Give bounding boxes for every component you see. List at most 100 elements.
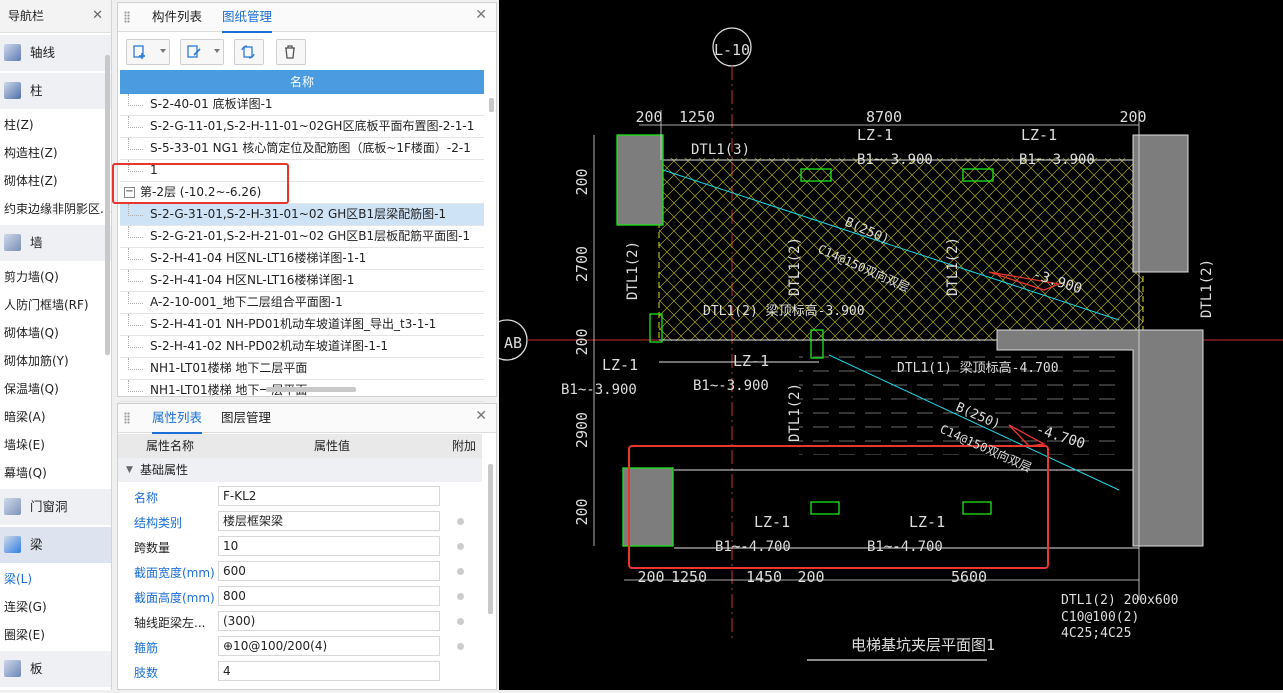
drawing-row-label: S-2-G-31-01,S-2-H-31-01~02 GH区B1层梁配筋图-1 xyxy=(150,207,447,221)
label-b1-f: B1~-4.700 xyxy=(867,539,943,555)
tree-group-row[interactable]: −第-2层 (-10.2~-6.26) xyxy=(120,182,484,204)
nav-item-7[interactable]: 剪力墙(Q) xyxy=(4,270,59,284)
list-vertical-scrollbar[interactable] xyxy=(489,98,494,112)
drawing-row[interactable]: S-2-H-41-01 NH-PD01机动车坡道详图_导出_t3-1-1 xyxy=(120,314,484,336)
lz-column-2 xyxy=(962,168,994,182)
nav-group-15[interactable]: 门窗洞 xyxy=(0,489,111,525)
nav-item-17[interactable]: 梁(L) xyxy=(4,572,33,586)
list-horizontal-scrollbar[interactable] xyxy=(266,387,356,392)
nav-group-label: 墙 xyxy=(30,235,43,250)
property-scrollbar[interactable] xyxy=(488,464,493,614)
nav-group-label: 轴线 xyxy=(30,45,56,60)
property-value-input[interactable]: (300) xyxy=(218,611,440,631)
drawing-row[interactable]: S-2-G-31-01,S-2-H-31-01~02 GH区B1层梁配筋图-1 xyxy=(120,204,484,226)
drawing-row[interactable]: S-5-33-01 NG1 核心筒定位及配筋图（底板~1F楼面）-2-1 xyxy=(120,138,484,160)
close-icon[interactable]: ✕ xyxy=(475,408,487,424)
property-value-input[interactable]: 10 xyxy=(218,536,440,556)
label-dtl1-2-e: DTL1(2) xyxy=(1199,259,1215,318)
tree-line xyxy=(128,160,143,172)
column-header-name[interactable]: 名称 xyxy=(120,70,484,94)
nav-item-18[interactable]: 连梁(G) xyxy=(4,600,47,614)
lz-column-4 xyxy=(810,329,824,359)
property-tabs: 属性列表 图层管理 ✕ xyxy=(118,404,496,434)
drawing-row[interactable]: S-2-H-41-04 H区NL-LT16楼梯详图-1 xyxy=(120,270,484,292)
nav-item-12[interactable]: 暗梁(A) xyxy=(4,410,46,424)
section-basic-properties[interactable]: ▼ 基础属性 xyxy=(118,458,482,482)
nav-item-5[interactable]: 约束边缘非阴影区... xyxy=(4,202,111,216)
tree-line xyxy=(128,94,143,106)
property-row: 箍筋⊕10@100/200(4) xyxy=(118,634,482,659)
nav-item-3[interactable]: 构造柱(Z) xyxy=(4,146,58,160)
drawing-row-label: NH1-LT01楼梯 地下一层平面 xyxy=(150,383,308,397)
extra-checkbox[interactable] xyxy=(457,593,464,600)
nav-item-4[interactable]: 砌体柱(Z) xyxy=(4,174,58,188)
drawing-row[interactable]: NH1-LT01楼梯 地下二层平面 xyxy=(120,358,484,380)
nav-group-label: 板 xyxy=(30,661,43,676)
property-table-header: 属性名称 属性值 附加 xyxy=(118,434,482,458)
refresh-drawing-button[interactable] xyxy=(234,39,264,65)
nav-item-11[interactable]: 保温墙(Q) xyxy=(4,382,59,396)
tab-property-list[interactable]: 属性列表 xyxy=(152,404,203,434)
extra-checkbox[interactable] xyxy=(457,518,464,525)
drawing-row[interactable]: S-2-G-21-01,S-2-H-21-01~02 GH区B1层板配筋平面图-… xyxy=(120,226,484,248)
cad-drawing: L-10 AB xyxy=(486,27,1283,661)
column-top-left xyxy=(616,134,664,226)
close-icon[interactable]: ✕ xyxy=(475,7,487,23)
navigator-scrollbar[interactable] xyxy=(105,55,110,355)
property-value-input[interactable]: 600 xyxy=(218,561,440,581)
drawing-row-label: S-2-G-21-01,S-2-H-21-01~02 GH区B1层板配筋平面图-… xyxy=(150,229,471,243)
nav-group-1[interactable]: 柱 xyxy=(0,73,111,109)
dim-left-2: 2700 xyxy=(573,246,591,282)
property-value-input[interactable]: ⊕10@100/200(4) xyxy=(218,636,440,656)
nav-item-8[interactable]: 人防门框墙(RF) xyxy=(4,298,89,312)
chevron-down-icon xyxy=(214,49,220,53)
extra-checkbox[interactable] xyxy=(457,568,464,575)
tab-layer-management[interactable]: 图层管理 xyxy=(221,410,272,425)
property-value-input[interactable]: 4 xyxy=(218,661,440,681)
component-type-icon xyxy=(4,536,21,553)
header-property-name: 属性名称 xyxy=(146,439,195,453)
drawing-row[interactable]: S-2-G-11-01,S-2-H-11-01~02GH区底板平面布置图-2-1… xyxy=(120,116,484,138)
wall-top-right xyxy=(1132,134,1189,273)
nav-item-19[interactable]: 圈梁(E) xyxy=(4,628,45,642)
property-value-input[interactable]: 楼层框架梁 xyxy=(218,511,440,531)
property-value-input[interactable]: F-KL2 xyxy=(218,486,440,506)
collapse-toggle-icon[interactable]: − xyxy=(124,186,135,198)
drawing-row[interactable]: S-2-H-41-04 H区NL-LT16楼梯详图-1-1 xyxy=(120,248,484,270)
drawing-row[interactable]: A-2-10-001_地下二层组合平面图-1 xyxy=(120,292,484,314)
drawing-row[interactable]: NH1-LT01楼梯 地下一层平面 xyxy=(120,380,484,402)
nav-item-13[interactable]: 墙垛(E) xyxy=(4,438,45,452)
drawing-row[interactable]: S-2-40-01 底板详图-1 xyxy=(120,94,484,116)
add-drawing-button[interactable] xyxy=(126,39,170,65)
nav-group-20[interactable]: 板 xyxy=(0,651,111,687)
nav-item-14[interactable]: 幕墙(Q) xyxy=(4,466,47,480)
nav-item-9[interactable]: 砌体墙(Q) xyxy=(4,326,59,340)
drawing-toolbar xyxy=(118,32,496,70)
property-name: 名称 xyxy=(134,491,159,505)
drawing-row[interactable]: S-2-H-41-02 NH-PD02机动车坡道详图-1-1 xyxy=(120,336,484,358)
nav-group-16[interactable]: 梁 xyxy=(0,527,111,563)
tab-component-list[interactable]: 构件列表 xyxy=(152,9,203,24)
label-b1-d: B1~-3.900 xyxy=(693,378,769,394)
drag-grip-icon[interactable] xyxy=(124,412,130,424)
close-icon[interactable]: ✕ xyxy=(92,8,103,23)
extra-checkbox[interactable] xyxy=(457,543,464,550)
nav-group-0[interactable]: 轴线 xyxy=(0,35,111,71)
delete-drawing-button[interactable] xyxy=(276,39,306,65)
cad-drawing-canvas[interactable]: L-10 AB xyxy=(486,0,1283,690)
nav-item-2[interactable]: 柱(Z) xyxy=(4,118,34,132)
property-value-input[interactable]: 800 xyxy=(218,586,440,606)
dim-bottom-2: 1250 xyxy=(671,568,707,586)
lz-column-3 xyxy=(649,313,663,343)
tree-line xyxy=(128,226,143,238)
edit-drawing-button[interactable] xyxy=(180,39,224,65)
drawing-row[interactable]: 1 xyxy=(120,160,484,182)
tab-drawing-management[interactable]: 图纸管理 xyxy=(222,3,273,33)
label-lz1-a: LZ-1 xyxy=(857,126,893,144)
nav-group-6[interactable]: 墙 xyxy=(0,225,111,261)
extra-checkbox[interactable] xyxy=(457,643,464,650)
nav-item-10[interactable]: 砌体加筋(Y) xyxy=(4,354,69,368)
extra-checkbox[interactable] xyxy=(457,618,464,625)
drag-grip-icon[interactable] xyxy=(124,11,130,23)
